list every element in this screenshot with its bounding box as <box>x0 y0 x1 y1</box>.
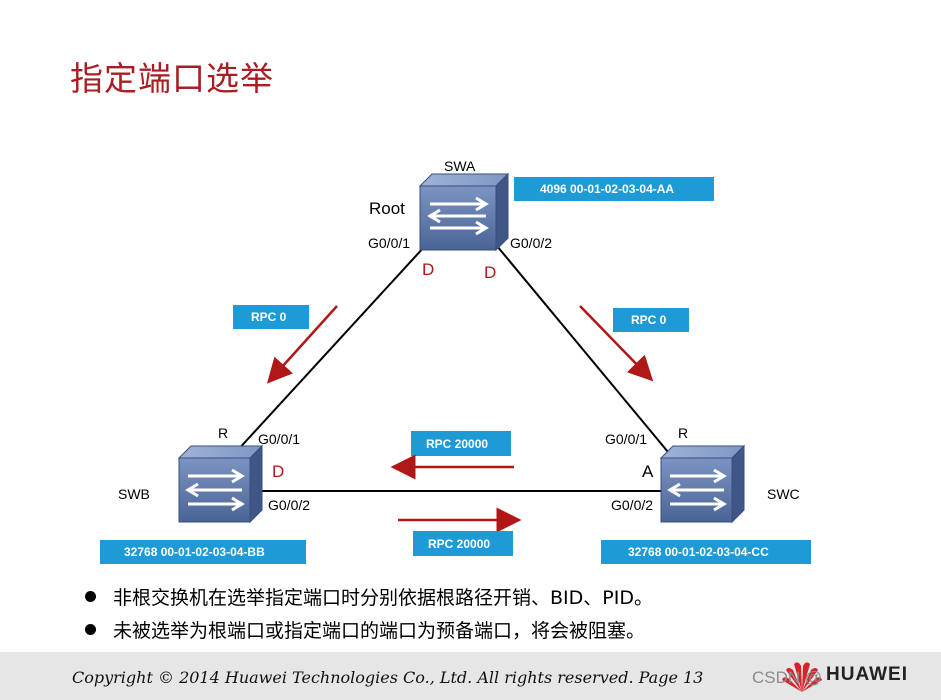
swa-port-left: G0/0/1 <box>368 235 410 251</box>
swb-bid-tag <box>100 540 306 564</box>
swc-top-state: R <box>678 425 688 441</box>
bpdu-tag-bottom-lower-text: RPC 20000 <box>428 537 490 551</box>
bpdu-tag-bottom-lower <box>413 531 513 556</box>
switch-swb-icon[interactable] <box>177 444 264 524</box>
swa-bid-tag <box>514 177 714 201</box>
swb-top-state: R <box>218 425 228 441</box>
swc-port-left: G0/0/2 <box>611 497 653 513</box>
bpdu-arrow-left <box>266 305 338 384</box>
watermark-text: CSDN @ <box>752 668 823 687</box>
swa-role-label: Root <box>369 199 405 218</box>
switch-swa-icon[interactable] <box>418 172 510 252</box>
bullet-item: 未被选举为根端口或指定端口的端口为预备端口，将会被阻塞。 <box>80 613 653 646</box>
swc-bid-text: 32768 00-01-02-03-04-CC <box>628 545 769 559</box>
swa-name: SWA <box>444 158 476 174</box>
bullet-text: 未被选举为根端口或指定端口的端口为预备端口，将会被阻塞。 <box>113 620 646 642</box>
slide-title: 指定端口选举 <box>70 59 274 98</box>
bullet-list: 非根交换机在选举指定端口时分别依据根路径开销、BID、PID。 未被选举为根端口… <box>80 580 653 646</box>
bpdu-tag-right-text: RPC 0 <box>631 313 667 327</box>
bpdu-tag-bottom-upper <box>411 431 511 456</box>
copyright-text: Copyright © 2014 Huawei Technologies Co.… <box>72 668 704 687</box>
link-swa-swc <box>496 245 669 453</box>
swb-port-top: G0/0/1 <box>258 431 300 447</box>
bpdu-tag-right <box>613 308 689 332</box>
swc-bid-tag <box>601 540 811 564</box>
bpdu-arrow-right <box>579 305 654 382</box>
swb-right-state: D <box>272 462 284 481</box>
swa-port-right: G0/0/2 <box>510 235 552 251</box>
stp-topology-diagram: SWA Root G0/0/1 G0/0/2 D D 4096 00-01-02… <box>100 158 811 564</box>
swb-bid-text: 32768 00-01-02-03-04-BB <box>124 545 265 559</box>
swb-port-right: G0/0/2 <box>268 497 310 513</box>
swa-port-left-state: D <box>422 260 434 279</box>
swc-name: SWC <box>767 486 800 502</box>
bpdu-tag-left-text: RPC 0 <box>251 310 287 324</box>
bpdu-tag-bottom-upper-text: RPC 20000 <box>426 437 488 451</box>
link-swa-swb <box>235 245 426 453</box>
swc-port-top: G0/0/1 <box>605 431 647 447</box>
switch-swc-icon[interactable] <box>659 444 746 524</box>
bullet-dot-icon <box>85 591 96 602</box>
swa-port-right-state: D <box>484 263 496 282</box>
bpdu-tag-left <box>233 305 309 329</box>
swb-name: SWB <box>118 486 150 502</box>
bullet-text: 非根交换机在选举指定端口时分别依据根路径开销、BID、PID。 <box>113 587 653 609</box>
huawei-logo-icon <box>782 662 822 692</box>
bullet-item: 非根交换机在选举指定端口时分别依据根路径开销、BID、PID。 <box>80 580 653 613</box>
slide-footer: Copyright © 2014 Huawei Technologies Co.… <box>0 652 941 700</box>
bullet-dot-icon <box>85 624 96 635</box>
swa-bid-text: 4096 00-01-02-03-04-AA <box>540 182 674 196</box>
brand-name: HUAWEI <box>826 664 908 685</box>
swc-left-state: A <box>642 462 654 481</box>
